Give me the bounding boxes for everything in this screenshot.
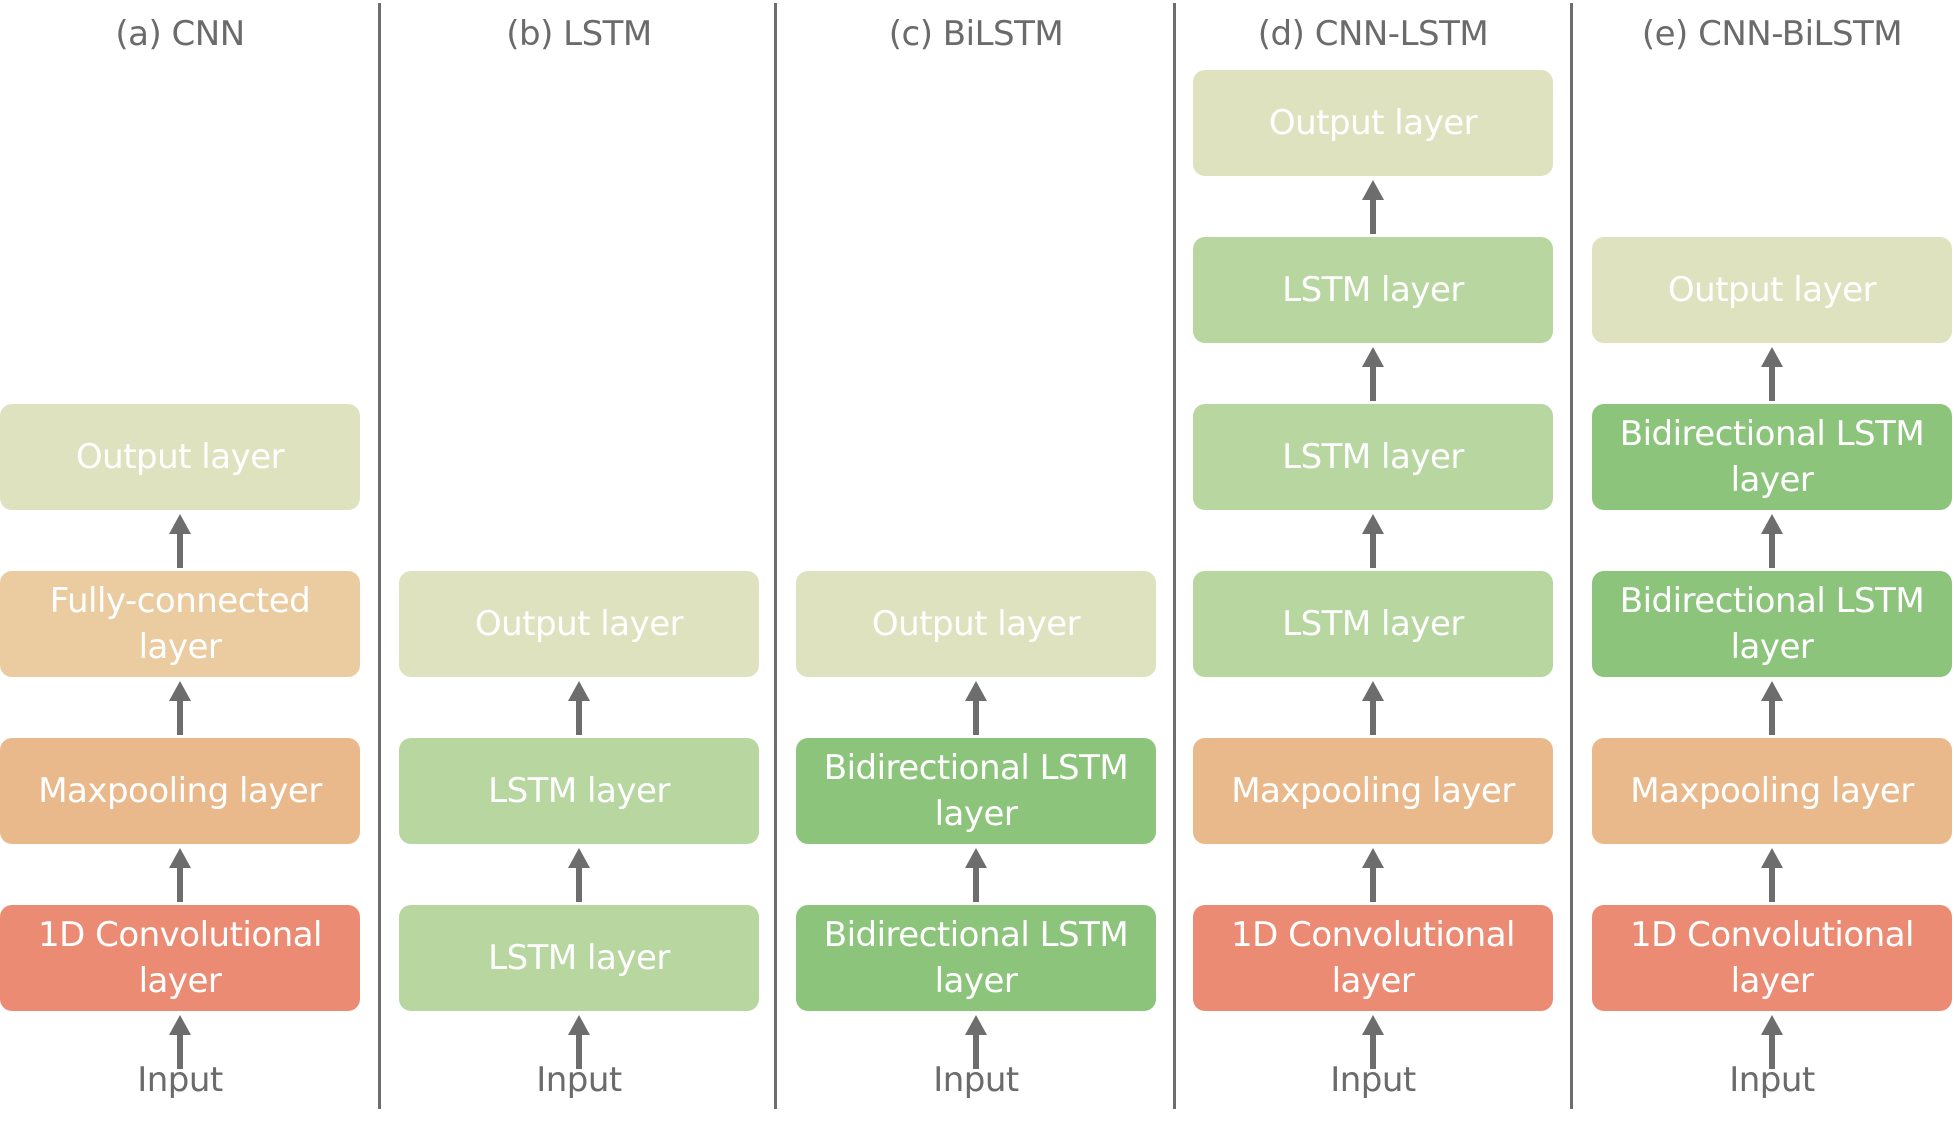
layer-label: Bidirectional LSTM layer [1619,414,1925,500]
input-arrow [1362,1015,1384,1069]
layer-box-conv: 1D Convolutional layer [1193,905,1553,1011]
layer-arrow [169,681,191,735]
layer-label: Bidirectional LSTM layer [823,748,1129,834]
layer-label: Maxpooling layer [1231,771,1515,811]
layer-box-bilstm: Bidirectional LSTM layer [796,738,1156,844]
layer-box-output: Output layer [796,571,1156,677]
layer-arrow [1761,347,1783,401]
layer-arrow [1362,681,1384,735]
input-arrow [965,1015,987,1069]
panel-title: (a) CNN [115,14,245,54]
layer-arrow [965,681,987,735]
layer-label: Output layer [75,437,285,477]
layer-label: LSTM layer [488,771,670,811]
panel-title: (d) CNN-LSTM [1257,14,1489,54]
layer-label: Output layer [1268,103,1478,143]
layer-label: Maxpooling layer [38,771,322,811]
layer-label: Output layer [871,604,1081,644]
panel-title: (b) LSTM [506,14,652,54]
layer-box-conv: 1D Convolutional layer [1592,905,1952,1011]
panel-divider [378,3,381,1109]
layer-label: Output layer [1667,270,1877,310]
layer-label: Bidirectional LSTM layer [823,915,1129,1001]
panel-divider [774,3,777,1109]
layer-arrow [1362,180,1384,234]
layer-arrow [1362,848,1384,902]
layer-box-bilstm: Bidirectional LSTM layer [796,905,1156,1011]
layer-label: 1D Convolutional layer [37,915,323,1001]
layer-label: Bidirectional LSTM layer [1619,581,1925,667]
layer-box-fc: Fully-connected layer [0,571,360,677]
layer-arrow [1761,514,1783,568]
layer-box-maxpool: Maxpooling layer [0,738,360,844]
layer-arrow [169,514,191,568]
layer-box-output: Output layer [1592,237,1952,343]
layer-label: 1D Convolutional layer [1230,915,1516,1001]
layer-box-lstm: LSTM layer [399,905,759,1011]
layer-arrow [169,848,191,902]
panel-divider [1173,3,1176,1109]
input-arrow [568,1015,590,1069]
layer-box-output: Output layer [399,571,759,677]
layer-arrow [1362,347,1384,401]
layer-box-maxpool: Maxpooling layer [1193,738,1553,844]
layer-box-maxpool: Maxpooling layer [1592,738,1952,844]
panel-title: (e) CNN-BiLSTM [1641,14,1903,54]
layer-label: 1D Convolutional layer [1629,915,1915,1001]
panel-title: (c) BiLSTM [888,14,1064,54]
layer-label: Fully-connected layer [49,581,311,667]
layer-box-bilstm: Bidirectional LSTM layer [1592,571,1952,677]
layer-arrow [568,681,590,735]
layer-box-bilstm: Bidirectional LSTM layer [1592,404,1952,510]
layer-arrow [1761,848,1783,902]
layer-label: LSTM layer [1282,437,1464,477]
layer-arrow [1761,681,1783,735]
layer-label: Maxpooling layer [1630,771,1914,811]
input-arrow [169,1015,191,1069]
layer-box-lstm: LSTM layer [1193,237,1553,343]
layer-box-conv: 1D Convolutional layer [0,905,360,1011]
layer-label: LSTM layer [1282,270,1464,310]
layer-arrow [965,848,987,902]
layer-label: LSTM layer [1282,604,1464,644]
layer-box-output: Output layer [0,404,360,510]
layer-label: Output layer [474,604,684,644]
layer-box-output: Output layer [1193,70,1553,176]
layer-box-lstm: LSTM layer [1193,404,1553,510]
input-arrow [1761,1015,1783,1069]
panel-divider [1570,3,1573,1109]
layer-arrow [1362,514,1384,568]
layer-box-lstm: LSTM layer [1193,571,1553,677]
layer-arrow [568,848,590,902]
layer-label: LSTM layer [488,938,670,978]
layer-box-lstm: LSTM layer [399,738,759,844]
